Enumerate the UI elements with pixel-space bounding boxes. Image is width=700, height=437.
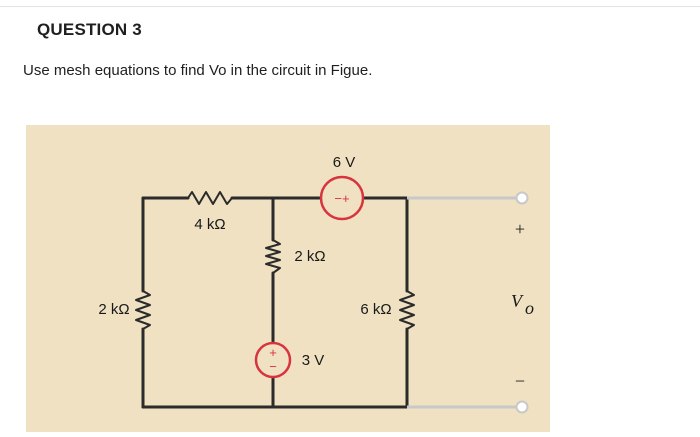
source-6v-polarity: −+ — [334, 191, 349, 206]
output-leads — [407, 196, 516, 409]
label-source-top: 6 V — [333, 154, 356, 171]
terminal-plus-label: + — [515, 219, 525, 239]
source-3v-circle — [254, 341, 292, 379]
question-prompt: Use mesh equations to find Vo in the cir… — [23, 62, 373, 79]
resistor-2k-left — [135, 290, 151, 330]
resistor-2k-middle — [265, 239, 281, 274]
source-3v-minus: − — [269, 359, 277, 374]
source-6v: −+ — [319, 175, 365, 221]
terminal-minus-label: − — [515, 371, 525, 391]
terminal-top — [515, 191, 529, 205]
top-divider — [0, 6, 700, 7]
label-r-right: 6 kΩ — [360, 301, 391, 318]
source-3v: + − — [254, 341, 292, 379]
label-r-middle: 2 kΩ — [294, 248, 325, 265]
question-title: QUESTION 3 — [37, 20, 142, 39]
source-3v-plus: + — [269, 345, 277, 360]
label-r-top: 4 kΩ — [194, 216, 225, 233]
label-source-bottom: 3 V — [302, 352, 325, 369]
wires — [141, 196, 409, 409]
label-r-left: 2 kΩ — [98, 301, 129, 318]
resistor-6k-right — [399, 290, 415, 330]
output-label-sub: o — [525, 298, 534, 318]
output-label-v: V — [511, 291, 524, 311]
circuit-figure: −+ + − 4 kΩ 2 kΩ 2 kΩ 6 kΩ 6 V 3 V + V o… — [26, 125, 550, 432]
circuit-diagram: −+ + − 4 kΩ 2 kΩ 2 kΩ 6 kΩ 6 V 3 V + V o… — [98, 154, 534, 414]
resistor-4k-top — [187, 191, 233, 205]
source-6v-circle — [319, 175, 365, 221]
resistors — [135, 191, 415, 330]
terminal-bottom — [515, 400, 529, 414]
